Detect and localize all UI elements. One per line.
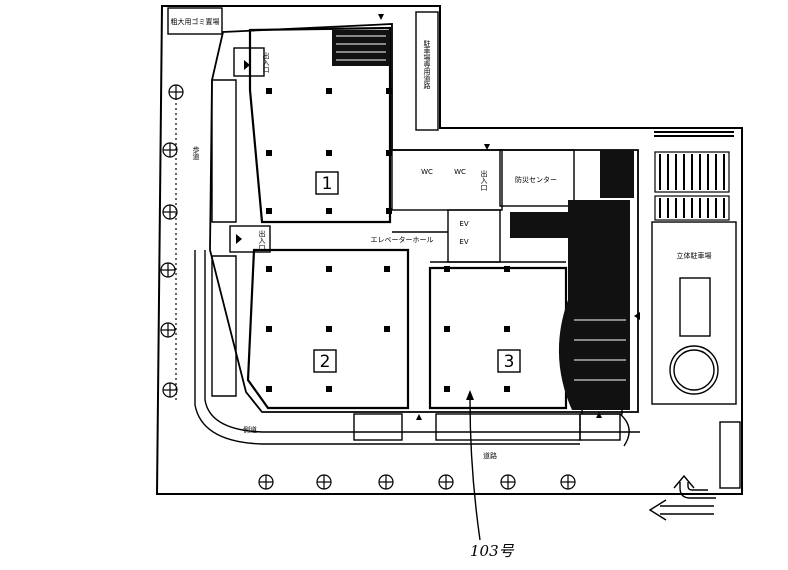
tree-icon [378,474,394,490]
tree-icon [160,262,176,278]
elevator-hall-label: エレベーターホール [371,235,434,244]
entrance-arrow-icon [244,60,250,70]
unit-2-room [246,248,410,410]
annotation-text: 103号 [470,542,515,560]
sidewalk-curve [204,250,640,433]
tree-icon [560,474,576,490]
tree-icon [162,382,178,398]
traffic-arrow-icon [673,474,716,499]
entrance-arrow-icon [416,414,422,420]
tree-icon [500,474,516,490]
tree-icon [168,84,184,100]
tree-icon [160,322,176,338]
sidewalk-label: 歩道 [192,145,200,161]
unit-2-number: 2 [320,352,331,372]
parking-tower [651,221,737,405]
unit-3-room [428,266,568,410]
entrance-arrow-icon [236,234,242,244]
disaster-center-label: 防災センター [515,175,557,184]
parking-road-label: 駐車場専用道路 [423,39,431,90]
entrance-arrow-icon [484,144,490,150]
tree-icon [162,142,178,158]
side-road-label: 側道 [243,425,257,434]
entrance-arrow-icon [378,14,384,20]
tree-icon [258,474,274,490]
waste-storage-label: 粗大用ゴミ置場 [171,17,220,26]
ev-label-2: EV [459,238,468,246]
building-outline [209,23,639,413]
ev-label-1: EV [459,220,468,228]
entrance-arrow-icon [634,312,640,320]
public-road-label: 道路 [483,451,497,460]
parking-tower-label: 立体駐車場 [677,251,712,260]
entrance-label-2: 出入口 [258,229,266,251]
unit-1-room [248,26,392,224]
unit-1-number: 1 [322,174,333,194]
annotation-pointer [469,399,481,541]
traffic-arrow-icon [648,499,714,521]
unit-3-number: 3 [504,352,515,372]
tree-icon [162,204,178,220]
entrance-label-1: 出入口 [262,51,270,73]
wc-label-1: WC [421,168,433,176]
annotation-arrow-icon [466,390,474,400]
site-boundary [155,5,743,495]
wc-label-2: WC [454,168,466,176]
entrance-arrow-icon [596,412,602,418]
arcade [211,79,237,397]
tree-icon [438,474,454,490]
tree-icon [316,474,332,490]
entrance-label-3: 出入口 [480,169,488,191]
